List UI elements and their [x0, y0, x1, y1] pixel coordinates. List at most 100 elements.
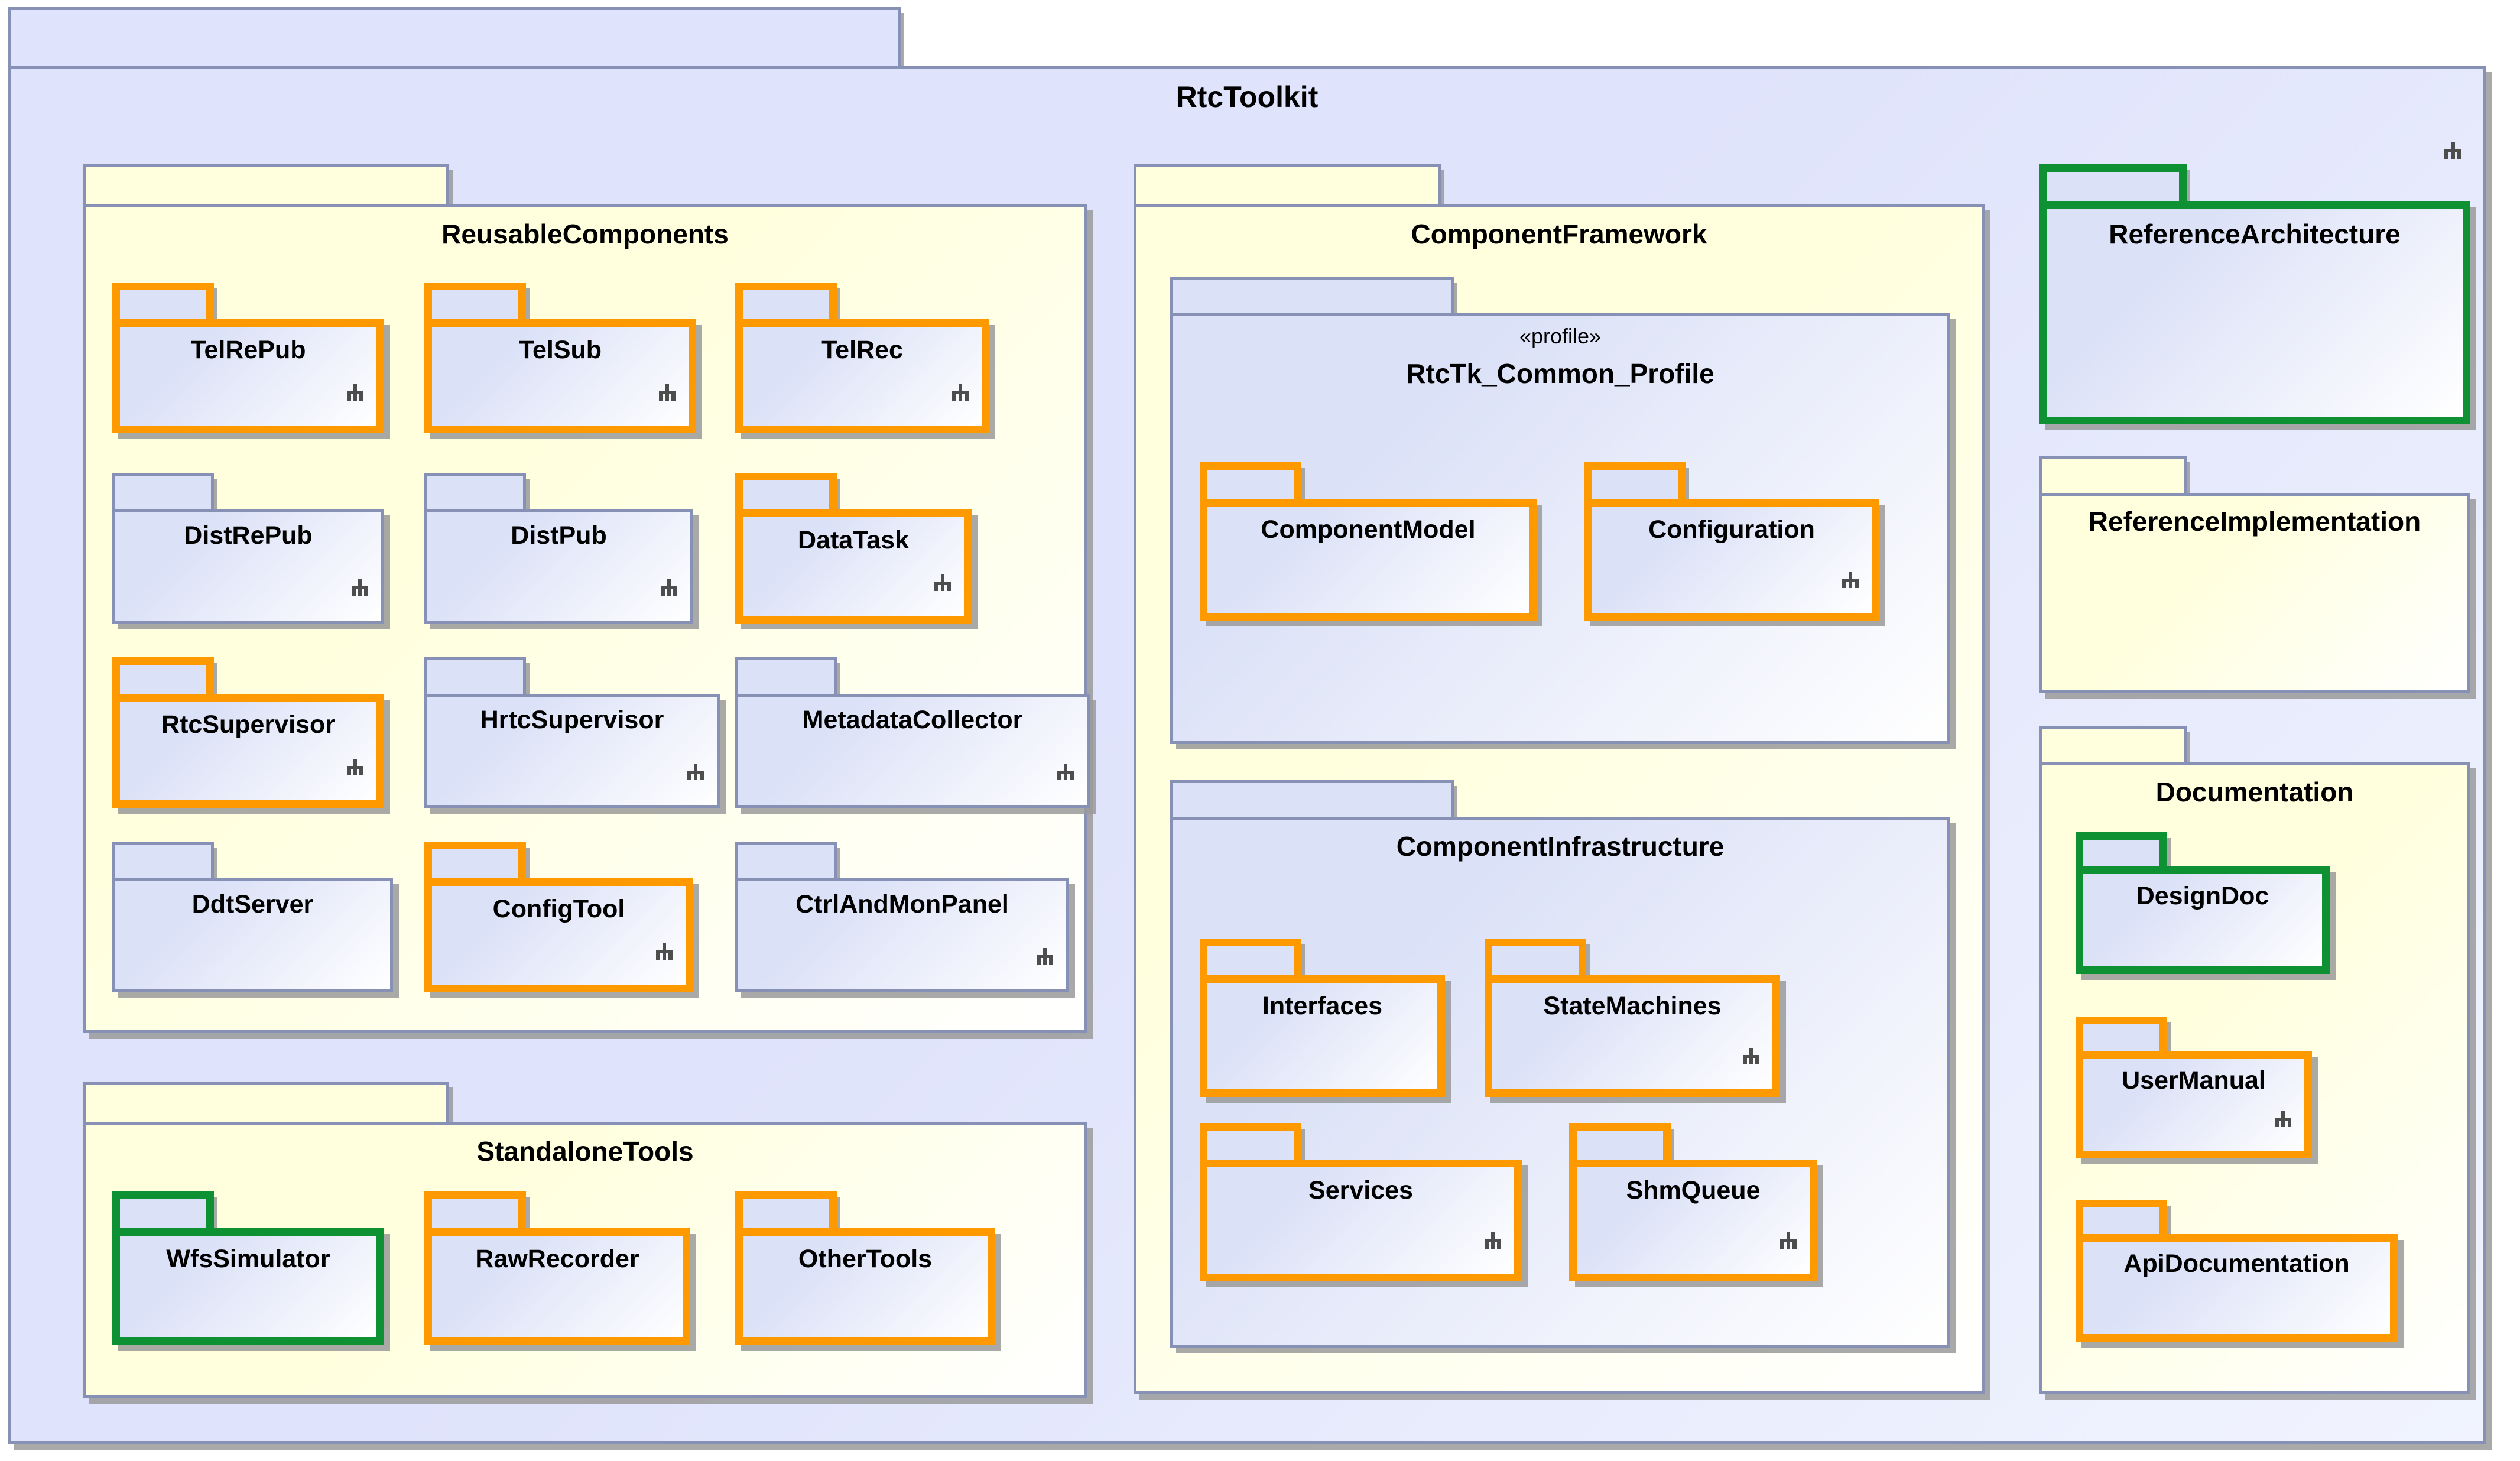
package-name-label: OtherTools: [798, 1245, 933, 1273]
package-contents-icon: [934, 574, 951, 591]
package-ddt-server[interactable]: DdtServer: [112, 842, 399, 998]
package-rtc-supervisor[interactable]: RtcSupervisor: [112, 657, 390, 814]
package-tab: [8, 7, 901, 69]
package-tab-shadow: [1668, 1129, 1674, 1162]
package-tab-shadow: [2184, 732, 2190, 765]
package-tab-shadow: [2165, 1022, 2171, 1053]
package-component-model[interactable]: ComponentModel: [1200, 462, 1542, 626]
package-body: DesignDoc: [2076, 866, 2330, 974]
package-name-label: ReferenceImplementation: [2088, 506, 2421, 537]
package-name-label: UserManual: [2122, 1066, 2266, 1095]
package-configuration[interactable]: Configuration: [1584, 462, 1885, 626]
package-name-label: TelRePub: [190, 336, 306, 364]
package-ctrl-and-mon-panel[interactable]: CtrlAndMonPanel: [735, 842, 1075, 998]
package-tel-sub[interactable]: TelSub: [424, 283, 702, 439]
package-name-label: DistRePub: [184, 521, 313, 550]
package-body: Interfaces: [1200, 975, 1445, 1097]
package-body: ConfigTool: [424, 878, 693, 992]
package-name-label: HrtcSupervisor: [480, 706, 664, 734]
package-tab-shadow: [524, 663, 530, 696]
package-shm-queue[interactable]: ShmQueue: [1569, 1123, 1823, 1287]
package-name-label: RtcToolkit: [1175, 80, 1319, 113]
package-other-tools[interactable]: OtherTools: [735, 1191, 1001, 1351]
package-tab: [2039, 726, 2187, 765]
package-name-label: CtrlAndMonPanel: [795, 890, 1009, 918]
package-tab-shadow: [524, 848, 530, 881]
package-tab: [83, 164, 449, 207]
package-tel-re-pub[interactable]: TelRePub: [112, 283, 390, 439]
package-tab: [83, 1082, 449, 1125]
package-data-task[interactable]: DataTask: [735, 473, 978, 629]
package-name-label: RawRecorder: [475, 1245, 639, 1273]
package-contents-icon: [659, 384, 676, 401]
package-body: ApiDocumentation: [2076, 1234, 2398, 1342]
package-interfaces[interactable]: Interfaces: [1200, 939, 1451, 1103]
package-name-label: TelRec: [821, 336, 903, 364]
package-name-label: DataTask: [797, 526, 910, 554]
package-name-label: MetadataCollector: [802, 706, 1023, 734]
package-body: ComponentModel: [1200, 499, 1537, 621]
package-body: RawRecorder: [424, 1228, 690, 1345]
package-body: DdtServer: [112, 878, 393, 992]
package-name-label: ComponentFramework: [1411, 219, 1707, 249]
package-tab-shadow: [834, 848, 840, 881]
package-contents-icon: [1780, 1232, 1797, 1249]
package-tab: [735, 842, 837, 881]
package-body: ReferenceArchitecture: [2039, 201, 2470, 424]
package-body: CtrlAndMonPanel: [735, 878, 1069, 992]
package-tel-rec[interactable]: TelRec: [735, 283, 995, 439]
package-tab-shadow: [2184, 170, 2190, 203]
package-metadata-collector[interactable]: MetadataCollector: [735, 657, 1096, 814]
package-contents-icon: [687, 764, 704, 780]
package-tab: [112, 473, 214, 512]
package-tab: [1170, 277, 1454, 316]
package-config-tool[interactable]: ConfigTool: [424, 842, 699, 998]
package-name-label: ComponentInfrastructure: [1396, 831, 1725, 862]
package-name-label: DesignDoc: [2136, 882, 2269, 910]
package-tab-shadow: [212, 479, 217, 512]
package-name-label: ShmQueue: [1626, 1176, 1761, 1204]
package-body: Services: [1200, 1160, 1522, 1281]
package-raw-recorder[interactable]: RawRecorder: [424, 1191, 696, 1351]
package-name-label: TelSub: [518, 336, 602, 364]
package-name-label: StandaloneTools: [476, 1136, 694, 1167]
package-reference-implementation[interactable]: ReferenceImplementation: [2039, 456, 2476, 699]
package-body: RtcSupervisor: [112, 694, 384, 808]
package-api-documentation[interactable]: ApiDocumentation: [2076, 1200, 2404, 1348]
package-reference-architecture[interactable]: ReferenceArchitecture: [2039, 164, 2476, 430]
package-design-doc[interactable]: DesignDoc: [2076, 832, 2336, 980]
package-name-label: RtcSupervisor: [161, 710, 335, 739]
package-tab-shadow: [1299, 944, 1305, 978]
package-contents-icon: [347, 384, 363, 401]
package-name-label: Services: [1308, 1176, 1413, 1204]
package-user-manual[interactable]: UserManual: [2076, 1017, 2318, 1164]
package-tab: [112, 842, 214, 881]
package-tab-shadow: [1451, 786, 1457, 819]
package-contents-icon: [2275, 1111, 2291, 1127]
package-tab-shadow: [212, 288, 217, 322]
package-tab-shadow: [524, 1197, 530, 1231]
package-body: TelSub: [424, 319, 696, 433]
package-dist-pub[interactable]: DistPub: [424, 473, 699, 629]
package-tab-shadow: [212, 848, 217, 881]
package-name-label: StateMachines: [1543, 992, 1722, 1020]
package-body: DistRePub: [112, 509, 384, 624]
package-dist-re-pub[interactable]: DistRePub: [112, 473, 390, 629]
package-body: ReferenceImplementation: [2039, 493, 2470, 693]
package-name-label: RtcTk_Common_Profile: [1406, 358, 1714, 389]
package-tab: [2039, 456, 2187, 496]
package-contents-icon: [352, 579, 368, 596]
package-tab: [424, 473, 526, 512]
package-services[interactable]: Services: [1200, 1123, 1528, 1287]
package-tab-shadow: [447, 1087, 453, 1124]
package-hrtc-supervisor[interactable]: HrtcSupervisor: [424, 657, 726, 814]
package-tab-shadow: [1584, 944, 1590, 978]
package-tab-shadow: [212, 663, 217, 696]
package-tab-shadow: [1299, 1129, 1305, 1162]
package-tab-shadow: [524, 479, 530, 512]
package-wfs-simulator[interactable]: WfsSimulator: [112, 1191, 390, 1351]
package-tab-shadow: [2165, 838, 2171, 869]
package-body: UserManual: [2076, 1051, 2312, 1158]
package-state-machines[interactable]: StateMachines: [1485, 939, 1786, 1103]
